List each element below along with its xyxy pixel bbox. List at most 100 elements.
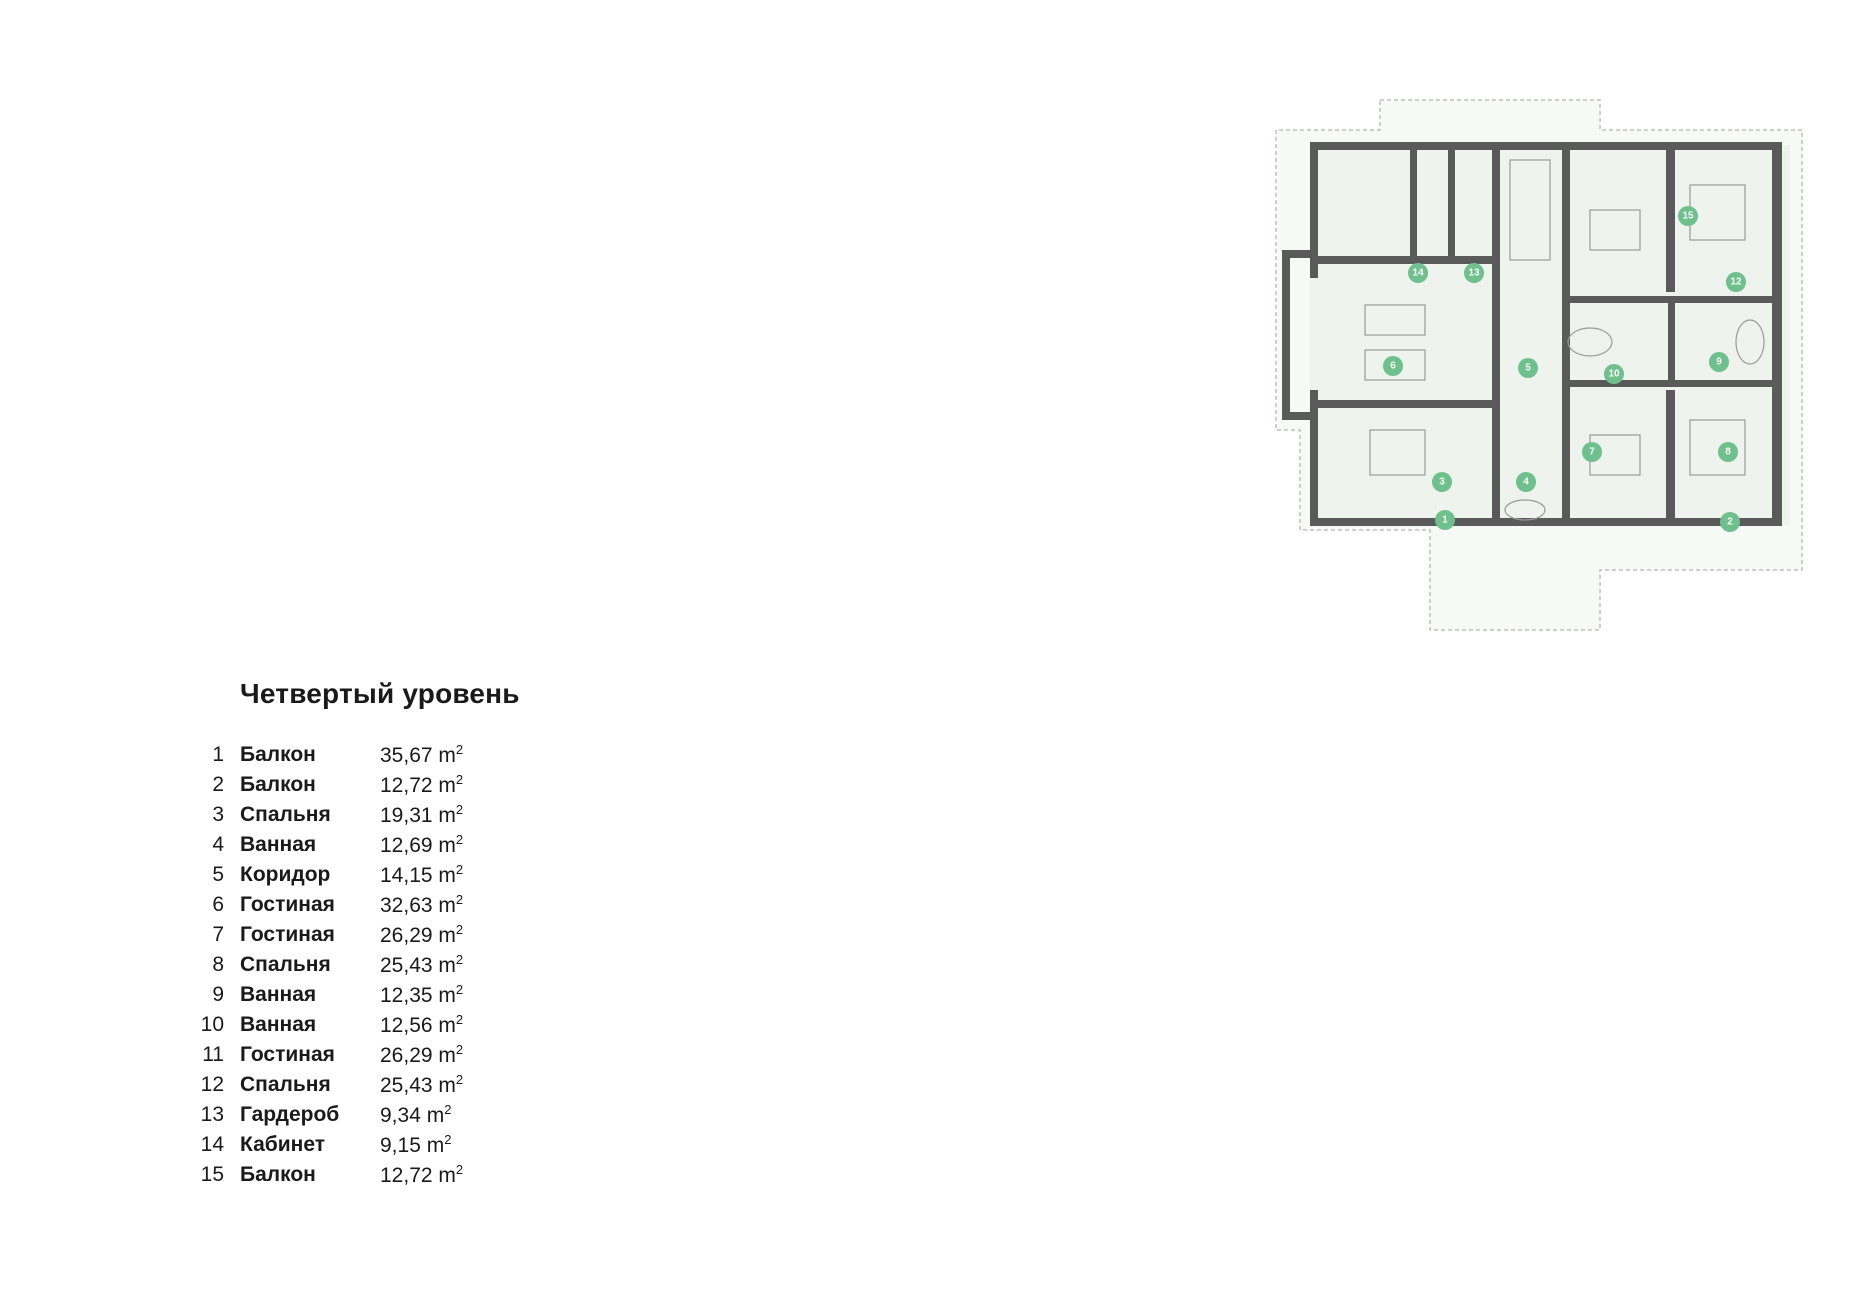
room-number: 14 <box>200 1133 224 1156</box>
marker-7: 7 <box>1582 442 1602 462</box>
room-area-value: 26,29 <box>380 1044 433 1067</box>
marker-10: 10 <box>1604 364 1624 384</box>
room-number: 1 <box>212 743 224 766</box>
svg-text:1: 1 <box>1442 515 1448 526</box>
room-area-value: 25,43 <box>380 954 433 977</box>
room-area-value: 12,72 <box>380 774 433 797</box>
room-name: Гостиная <box>240 1043 335 1066</box>
room-name: Кабинет <box>240 1133 326 1156</box>
room-name: Спальня <box>240 803 331 826</box>
room-area-value: 19,31 <box>380 804 433 827</box>
room-row: 2 Балкон 12,72 m2 <box>200 770 463 800</box>
room-name: Коридор <box>240 863 331 886</box>
area-unit: m2 <box>438 802 464 827</box>
room-number: 6 <box>212 893 224 916</box>
area-unit: m2 <box>438 1042 464 1067</box>
room-name: Гардероб <box>240 1103 340 1126</box>
room-row: 11 Гостиная 26,29 m2 <box>200 1040 463 1070</box>
room-row: 5 Коридор 14,15 m2 <box>200 860 463 890</box>
room-number: 13 <box>200 1103 224 1126</box>
room-row: 9 Ванная 12,35 m2 <box>200 980 463 1010</box>
svg-text:12: 12 <box>1730 277 1742 288</box>
room-number: 11 <box>202 1043 224 1066</box>
room-name: Ванная <box>240 833 317 856</box>
marker-5: 5 <box>1518 358 1538 378</box>
room-area-value: 12,56 <box>380 1014 433 1037</box>
area-unit: m2 <box>438 1012 464 1037</box>
area-unit: m2 <box>438 742 464 767</box>
room-number: 3 <box>212 803 224 826</box>
room-area: 26,29 m2 <box>380 920 463 950</box>
marker-12: 12 <box>1726 272 1746 292</box>
room-row: 8 Спальня 25,43 m2 <box>200 950 463 980</box>
room-name: Ванная <box>240 983 317 1006</box>
level-title: Четвертый уровень <box>240 678 520 709</box>
room-area-value: 12,72 <box>380 1164 433 1187</box>
room-number: 15 <box>200 1163 224 1186</box>
room-name: Спальня <box>240 953 331 976</box>
room-area: 25,43 m2 <box>380 1070 463 1100</box>
svg-text:7: 7 <box>1589 447 1595 458</box>
room-area: 9,34 m2 <box>380 1100 463 1130</box>
marker-14: 14 <box>1408 263 1428 283</box>
room-area-value: 12,35 <box>380 984 433 1007</box>
room-number: 8 <box>212 953 224 976</box>
room-name: Балкон <box>240 1163 316 1186</box>
room-row: 15 Балкон 12,72 m2 <box>200 1160 464 1190</box>
room-area: 26,29 m2 <box>380 1040 463 1070</box>
area-unit: m2 <box>438 892 464 917</box>
room-name: Балкон <box>240 743 316 766</box>
room-row: 12 Спальня 25,43 m2 <box>200 1070 464 1100</box>
area-unit: m2 <box>438 772 464 797</box>
room-area: 32,63 m2 <box>380 890 463 920</box>
walls <box>1282 142 1782 526</box>
room-name: Спальня <box>240 1073 331 1096</box>
svg-text:8: 8 <box>1725 447 1731 458</box>
area-unit: m2 <box>438 1162 464 1187</box>
room-number: 4 <box>212 833 224 856</box>
room-area: 14,15 m2 <box>380 860 463 890</box>
svg-text:15: 15 <box>1682 211 1694 222</box>
room-area: 12,69 m2 <box>380 830 463 860</box>
svg-text:10: 10 <box>1608 369 1620 380</box>
marker-9: 9 <box>1709 352 1729 372</box>
room-row: 4 Ванная 12,69 m2 <box>200 830 463 860</box>
room-area: 35,67 m2 <box>380 740 463 770</box>
marker-3: 3 <box>1432 472 1452 492</box>
marker-2: 2 <box>1720 512 1740 532</box>
svg-text:5: 5 <box>1525 363 1531 374</box>
svg-text:4: 4 <box>1523 477 1529 488</box>
room-area: 12,56 m2 <box>380 1010 463 1040</box>
room-number: 12 <box>200 1073 224 1096</box>
room-number: 9 <box>212 983 224 1006</box>
room-area: 25,43 m2 <box>380 950 463 980</box>
marker-8: 8 <box>1718 442 1738 462</box>
room-area-value: 26,29 <box>380 924 433 947</box>
room-markers: 1 2 3 4 5 6 7 8 9 10 11 12 13 14 15 <box>1383 206 1746 532</box>
room-area-value: 25,43 <box>380 1074 433 1097</box>
area-unit: m2 <box>426 1132 452 1157</box>
room-number: 5 <box>212 863 224 886</box>
marker-11: 11 <box>1617 375 1628 386</box>
room-area-value: 32,63 <box>380 894 433 917</box>
room-area: 12,72 m2 <box>380 1160 463 1190</box>
room-name: Балкон <box>240 773 316 796</box>
room-area: 19,31 m2 <box>380 800 463 830</box>
floor-plan: 1 2 3 4 5 6 7 8 9 10 11 12 13 14 15 <box>1275 99 1803 631</box>
area-unit: m2 <box>438 922 464 947</box>
room-row: 13 Гардероб 9,34 m2 <box>200 1100 463 1130</box>
room-number: 2 <box>212 773 224 796</box>
room-area: 12,72 m2 <box>380 770 463 800</box>
room-row: 6 Гостиная 32,63 m2 <box>200 890 463 920</box>
area-unit: m2 <box>438 1072 464 1097</box>
marker-4: 4 <box>1516 472 1536 492</box>
area-unit: m2 <box>438 982 464 1007</box>
room-area-value: 9,15 <box>380 1134 421 1157</box>
area-unit: m2 <box>438 862 464 887</box>
marker-15: 15 <box>1678 206 1698 226</box>
room-area-value: 12,69 <box>380 834 433 857</box>
room-name: Гостиная <box>240 893 335 916</box>
svg-text:6: 6 <box>1390 361 1396 372</box>
